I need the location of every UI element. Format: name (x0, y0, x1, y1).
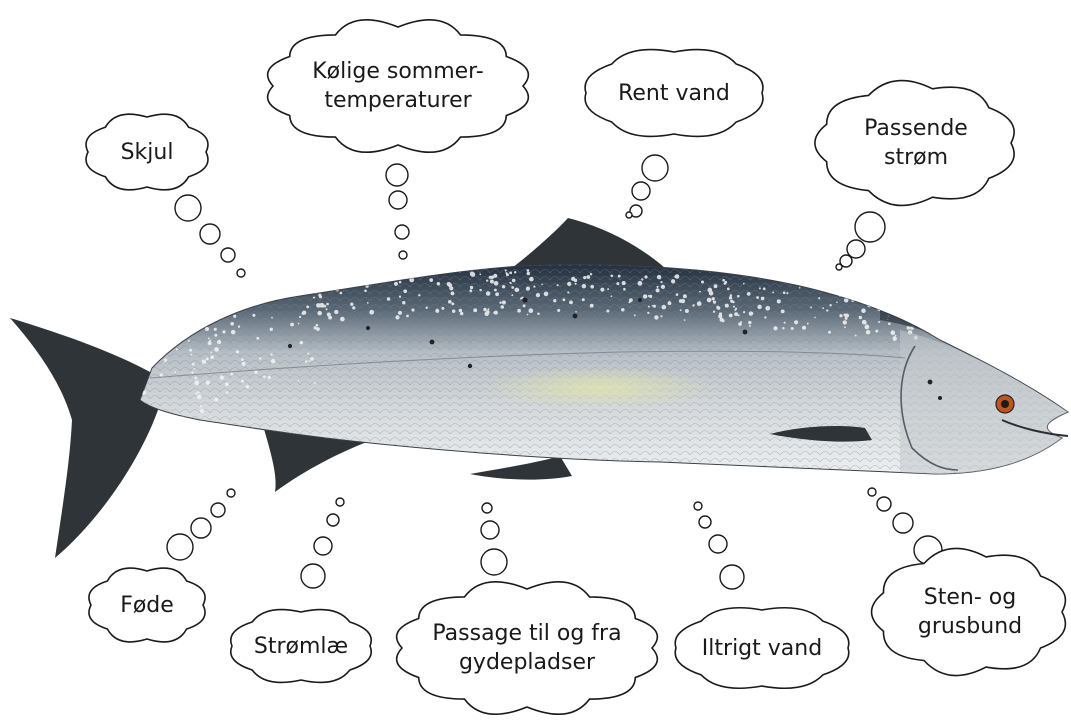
thought-bubble-passage-1 (481, 549, 507, 575)
need-label-line: Føde (91, 591, 203, 620)
need-label-line: Skjul (88, 138, 206, 167)
thought-cloud-passage (397, 503, 658, 714)
thought-bubble-stromlae-4 (336, 498, 344, 506)
need-label-rent: Rent vand (586, 79, 762, 108)
thought-bubble-stromlae-1 (301, 564, 325, 588)
thought-bubble-sten-2 (893, 513, 913, 533)
need-label-fode: Føde (91, 591, 203, 620)
thought-bubble-skjul-4 (237, 269, 245, 277)
thought-bubble-kolige-4 (399, 251, 407, 259)
need-label-line: Passage til og fra (402, 619, 652, 648)
thought-bubble-sten-4 (868, 488, 876, 496)
need-label-passage: Passage til og fragydepladser (402, 619, 652, 677)
need-label-skjul: Skjul (88, 138, 206, 167)
thought-bubble-iltrigt-1 (720, 565, 744, 589)
thought-bubble-kolige-1 (386, 164, 408, 186)
need-label-line: Sten- og (878, 583, 1062, 612)
thought-bubble-passende-4 (836, 264, 842, 270)
thought-bubble-rent-1 (642, 155, 668, 181)
thought-bubble-passage-3 (482, 503, 492, 513)
need-label-line: Rent vand (586, 79, 762, 108)
thought-bubble-passage-2 (481, 521, 499, 539)
need-label-line: gydepladser (402, 648, 652, 677)
tail-fin (10, 318, 158, 558)
need-label-kolige: Kølige sommer-temperaturer (273, 57, 523, 115)
need-label-iltrigt: Iltrigt vand (676, 634, 848, 663)
thought-cloud-kolige (268, 20, 529, 259)
need-label-line: Passende (821, 114, 1011, 143)
thought-bubble-sten-3 (877, 497, 891, 511)
need-label-passende: Passendestrøm (821, 114, 1011, 172)
need-label-stromlae: Strømlæ (232, 632, 370, 661)
thought-bubble-fode-2 (191, 518, 211, 538)
thought-cloud-sten (868, 488, 1065, 676)
need-label-line: Strømlæ (232, 632, 370, 661)
thought-bubble-rent-2 (632, 182, 650, 200)
need-label-line: temperaturer (273, 86, 523, 115)
thought-bubble-iltrigt-3 (699, 516, 711, 528)
thought-bubble-skjul-2 (200, 224, 220, 244)
thought-bubble-fode-1 (167, 534, 193, 560)
thought-cloud-rent (585, 50, 763, 218)
thought-bubble-skjul-3 (221, 248, 235, 262)
thought-bubble-passende-1 (855, 212, 885, 242)
dorsal-fin (512, 218, 665, 268)
thought-bubble-iltrigt-4 (694, 502, 702, 510)
thought-bubble-kolige-2 (389, 191, 407, 209)
thought-bubble-fode-4 (227, 489, 235, 497)
need-label-line: grusbund (878, 612, 1062, 641)
need-label-line: Iltrigt vand (676, 634, 848, 663)
need-label-line: Kølige sommer- (273, 57, 523, 86)
need-label-sten: Sten- oggrusbund (878, 583, 1062, 641)
thought-bubble-rent-4 (626, 212, 632, 218)
thought-bubble-stromlae-3 (327, 514, 339, 526)
thought-cloud-passende (815, 81, 1014, 270)
thought-bubble-skjul-1 (175, 195, 201, 221)
thought-bubble-kolige-3 (395, 225, 409, 239)
salmon-illustration (10, 218, 1071, 558)
thought-bubble-fode-3 (211, 503, 225, 517)
thought-bubble-stromlae-2 (314, 537, 332, 555)
thought-bubble-passende-2 (847, 240, 865, 258)
pelvic-fin (470, 456, 572, 480)
need-label-line: strøm (821, 143, 1011, 172)
thought-bubble-iltrigt-2 (709, 535, 727, 553)
